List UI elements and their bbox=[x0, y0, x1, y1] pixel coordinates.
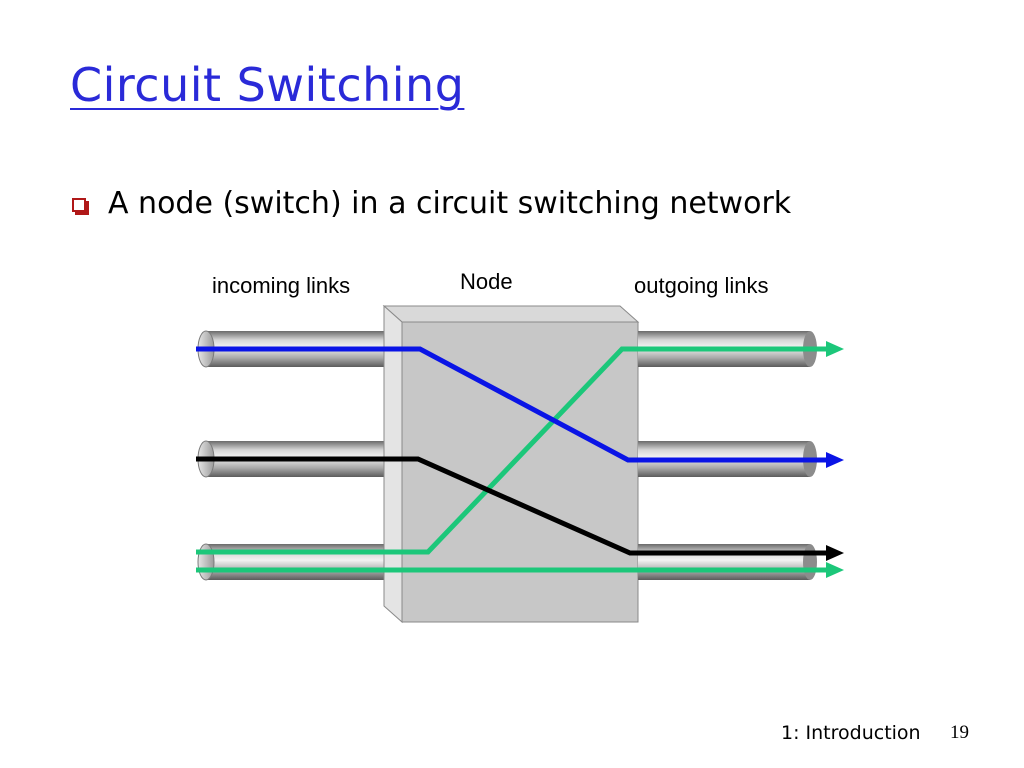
footer-page-number: 19 bbox=[950, 722, 969, 743]
circuit-green-crossing bbox=[196, 341, 844, 555]
circuit-blue bbox=[196, 346, 844, 468]
footer-section: 1: Introduction bbox=[781, 722, 921, 744]
outgoing-pipe-3 bbox=[638, 544, 817, 580]
bullet-item: A node (switch) in a circuit switching n… bbox=[72, 186, 791, 221]
outgoing-links-label: outgoing links bbox=[634, 273, 769, 298]
node-label: Node bbox=[460, 269, 513, 294]
bullet-text: A node (switch) in a circuit switching n… bbox=[108, 186, 792, 221]
circuit-black bbox=[196, 456, 844, 561]
incoming-pipe-3 bbox=[197, 543, 402, 581]
bullet-box-icon bbox=[72, 197, 86, 212]
circuit-green-straight bbox=[196, 562, 844, 578]
slide-title: Circuit Switching bbox=[70, 58, 465, 112]
incoming-links-label: incoming links bbox=[212, 273, 351, 298]
